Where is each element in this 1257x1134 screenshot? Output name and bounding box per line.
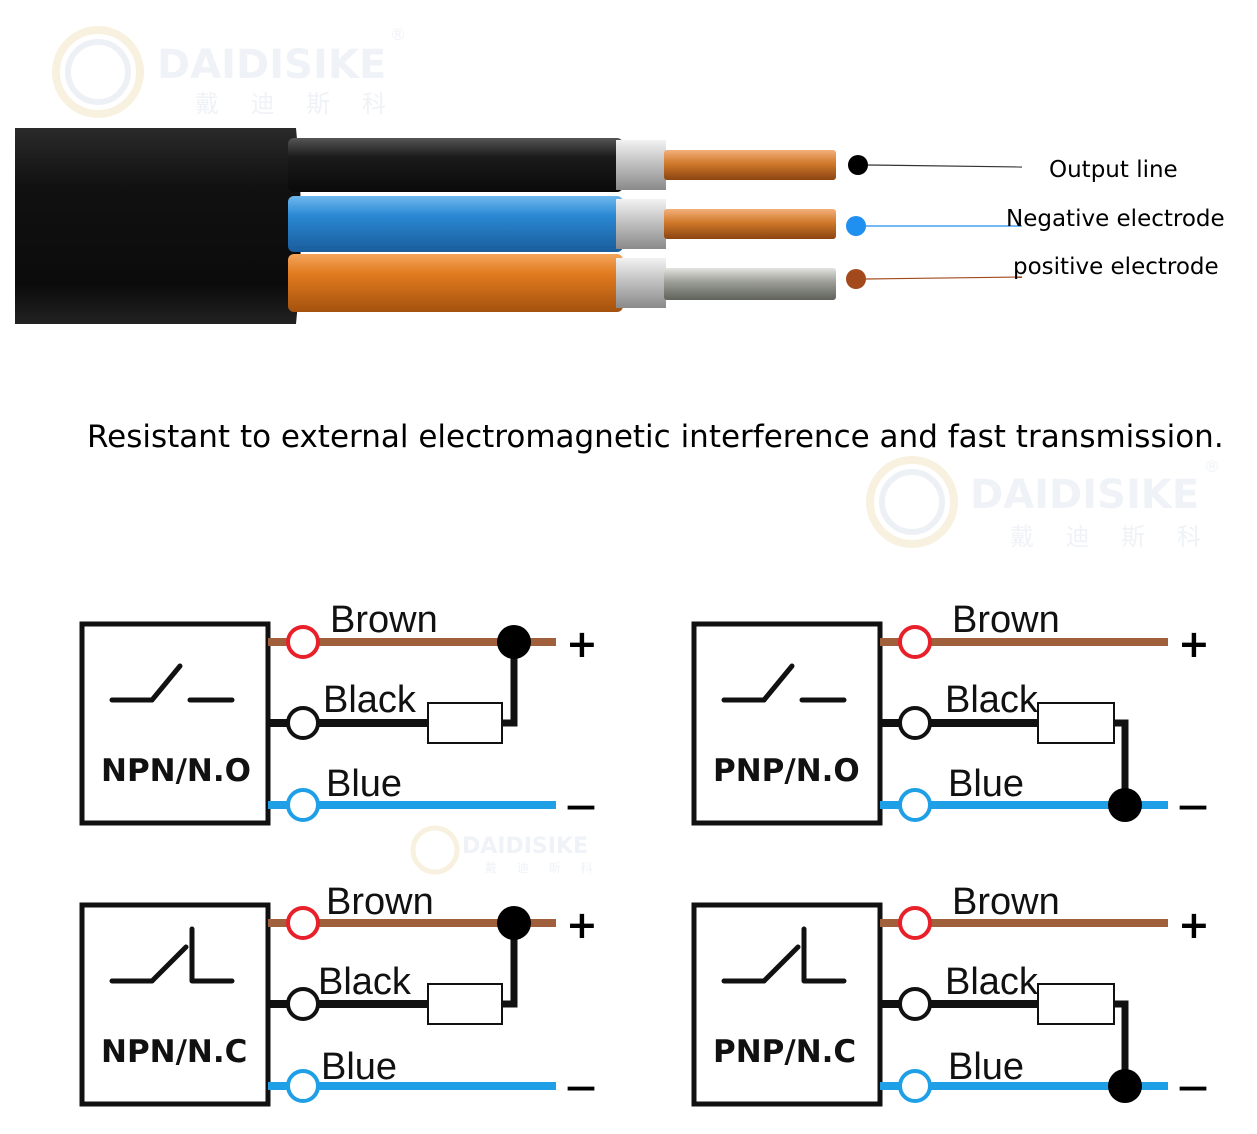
brown-label: Brown	[326, 881, 434, 923]
watermark-registered: ®	[1204, 457, 1220, 476]
load-link-wire	[1114, 1000, 1129, 1086]
watermark-registered: ®	[390, 25, 406, 44]
watermark-brand: DAIDISIKE	[970, 472, 1199, 518]
watermark-chinese: 戴 迪 斯 科	[1010, 523, 1213, 551]
black-label: Black	[318, 961, 412, 1003]
diagram-pnp-no: PNP/N.O Brown Black Blue + —	[691, 599, 1210, 826]
switch-no-symbol	[109, 663, 235, 703]
watermark-logo-top: DAIDISIKE 戴 迪 斯 科 ®	[52, 25, 406, 118]
blue-label: Blue	[326, 763, 402, 805]
diagram-npn-no: NPN/N.O Brown Black Blue + —	[79, 599, 598, 826]
black-copper-core	[664, 150, 836, 180]
positive-electrode-label: positive electrode	[1013, 254, 1219, 280]
junction-dot	[497, 906, 531, 940]
black-terminal	[286, 987, 320, 1021]
brown-terminal	[898, 906, 932, 940]
output-line-dot	[848, 155, 868, 175]
load-resistor	[427, 983, 503, 1025]
mode-label: NPN/N.C	[101, 1034, 247, 1070]
mode-label: NPN/N.O	[101, 753, 251, 789]
orange-insulation	[288, 254, 623, 312]
plus-sign: +	[1178, 903, 1210, 947]
junction-dot	[1108, 788, 1142, 822]
switch-nc-symbol	[721, 926, 847, 984]
minus-sign: —	[1178, 1070, 1208, 1105]
blue-label: Blue	[948, 1046, 1024, 1088]
junction-dot	[1108, 1069, 1142, 1103]
black-shield	[616, 140, 666, 190]
blue-shield	[616, 199, 666, 249]
switch-no-symbol	[721, 663, 847, 703]
black-insulation	[288, 138, 623, 192]
brown-terminal	[286, 625, 320, 659]
black-terminal	[286, 706, 320, 740]
black-label: Black	[945, 679, 1039, 721]
load-link-wire	[502, 642, 518, 727]
plus-sign: +	[1178, 622, 1210, 666]
brown-label: Brown	[330, 599, 438, 641]
junction-dot	[497, 625, 531, 659]
sensor-box	[691, 902, 883, 1107]
plus-sign: +	[566, 903, 598, 947]
diagram-pnp-nc: PNP/N.C Brown Black Blue + —	[691, 881, 1210, 1107]
switch-nc-symbol	[109, 926, 235, 984]
orange-tinned-core	[664, 268, 836, 300]
load-link-wire	[502, 923, 518, 1008]
blue-terminal	[286, 1069, 320, 1103]
brown-terminal	[286, 906, 320, 940]
black-terminal	[898, 706, 932, 740]
output-line-label: Output line	[1049, 157, 1178, 183]
black-label: Black	[323, 679, 417, 721]
blue-terminal	[286, 788, 320, 822]
diagram-npn-nc: NPN/N.C Brown Black Blue + —	[79, 881, 598, 1107]
blue-insulation	[288, 196, 623, 252]
minus-sign: —	[1178, 789, 1208, 824]
blue-copper-core	[664, 209, 836, 239]
black-terminal	[898, 987, 932, 1021]
negative-electrode-dot	[846, 216, 866, 236]
blue-terminal	[898, 1069, 932, 1103]
negative-electrode-label: Negative electrode	[1006, 206, 1225, 232]
watermark-chinese: 戴 迪 斯 科	[485, 860, 600, 875]
blue-label: Blue	[948, 763, 1024, 805]
minus-sign: —	[566, 789, 596, 824]
orange-shield	[616, 258, 666, 308]
blue-terminal	[898, 788, 932, 822]
caption-text: Resistant to external electromagnetic in…	[87, 419, 1224, 455]
watermark-logo-middle: DAIDISIKE 戴 迪 斯 科 ®	[866, 456, 1220, 551]
watermark-chinese: 戴 迪 斯 科	[195, 90, 398, 118]
sensor-box	[79, 902, 271, 1107]
load-link-wire	[1114, 719, 1129, 805]
sensor-box	[691, 621, 883, 826]
load-resistor	[427, 702, 503, 744]
positive-electrode-leader	[865, 276, 1023, 280]
watermark-logo-small: DAIDISIKE 戴 迪 斯 科	[410, 825, 600, 875]
brown-label: Brown	[952, 881, 1060, 923]
cable-jacket	[15, 128, 301, 324]
cable-callouts: Output line Negative electrode positive …	[846, 155, 1225, 289]
watermark-brand: DAIDISIKE	[157, 42, 386, 88]
black-label: Black	[945, 961, 1039, 1003]
minus-sign: —	[566, 1070, 596, 1105]
brown-label: Brown	[952, 599, 1060, 641]
brown-terminal	[898, 625, 932, 659]
cable-illustration	[15, 128, 836, 324]
plus-sign: +	[566, 622, 598, 666]
output-line-leader	[867, 164, 1023, 168]
load-resistor	[1037, 702, 1115, 744]
mode-label: PNP/N.C	[713, 1034, 856, 1070]
blue-label: Blue	[321, 1046, 397, 1088]
sensor-box	[79, 621, 271, 826]
watermark-brand: DAIDISIKE	[462, 834, 588, 859]
load-resistor	[1037, 983, 1115, 1025]
positive-electrode-dot	[846, 269, 866, 289]
mode-label: PNP/N.O	[713, 753, 860, 789]
